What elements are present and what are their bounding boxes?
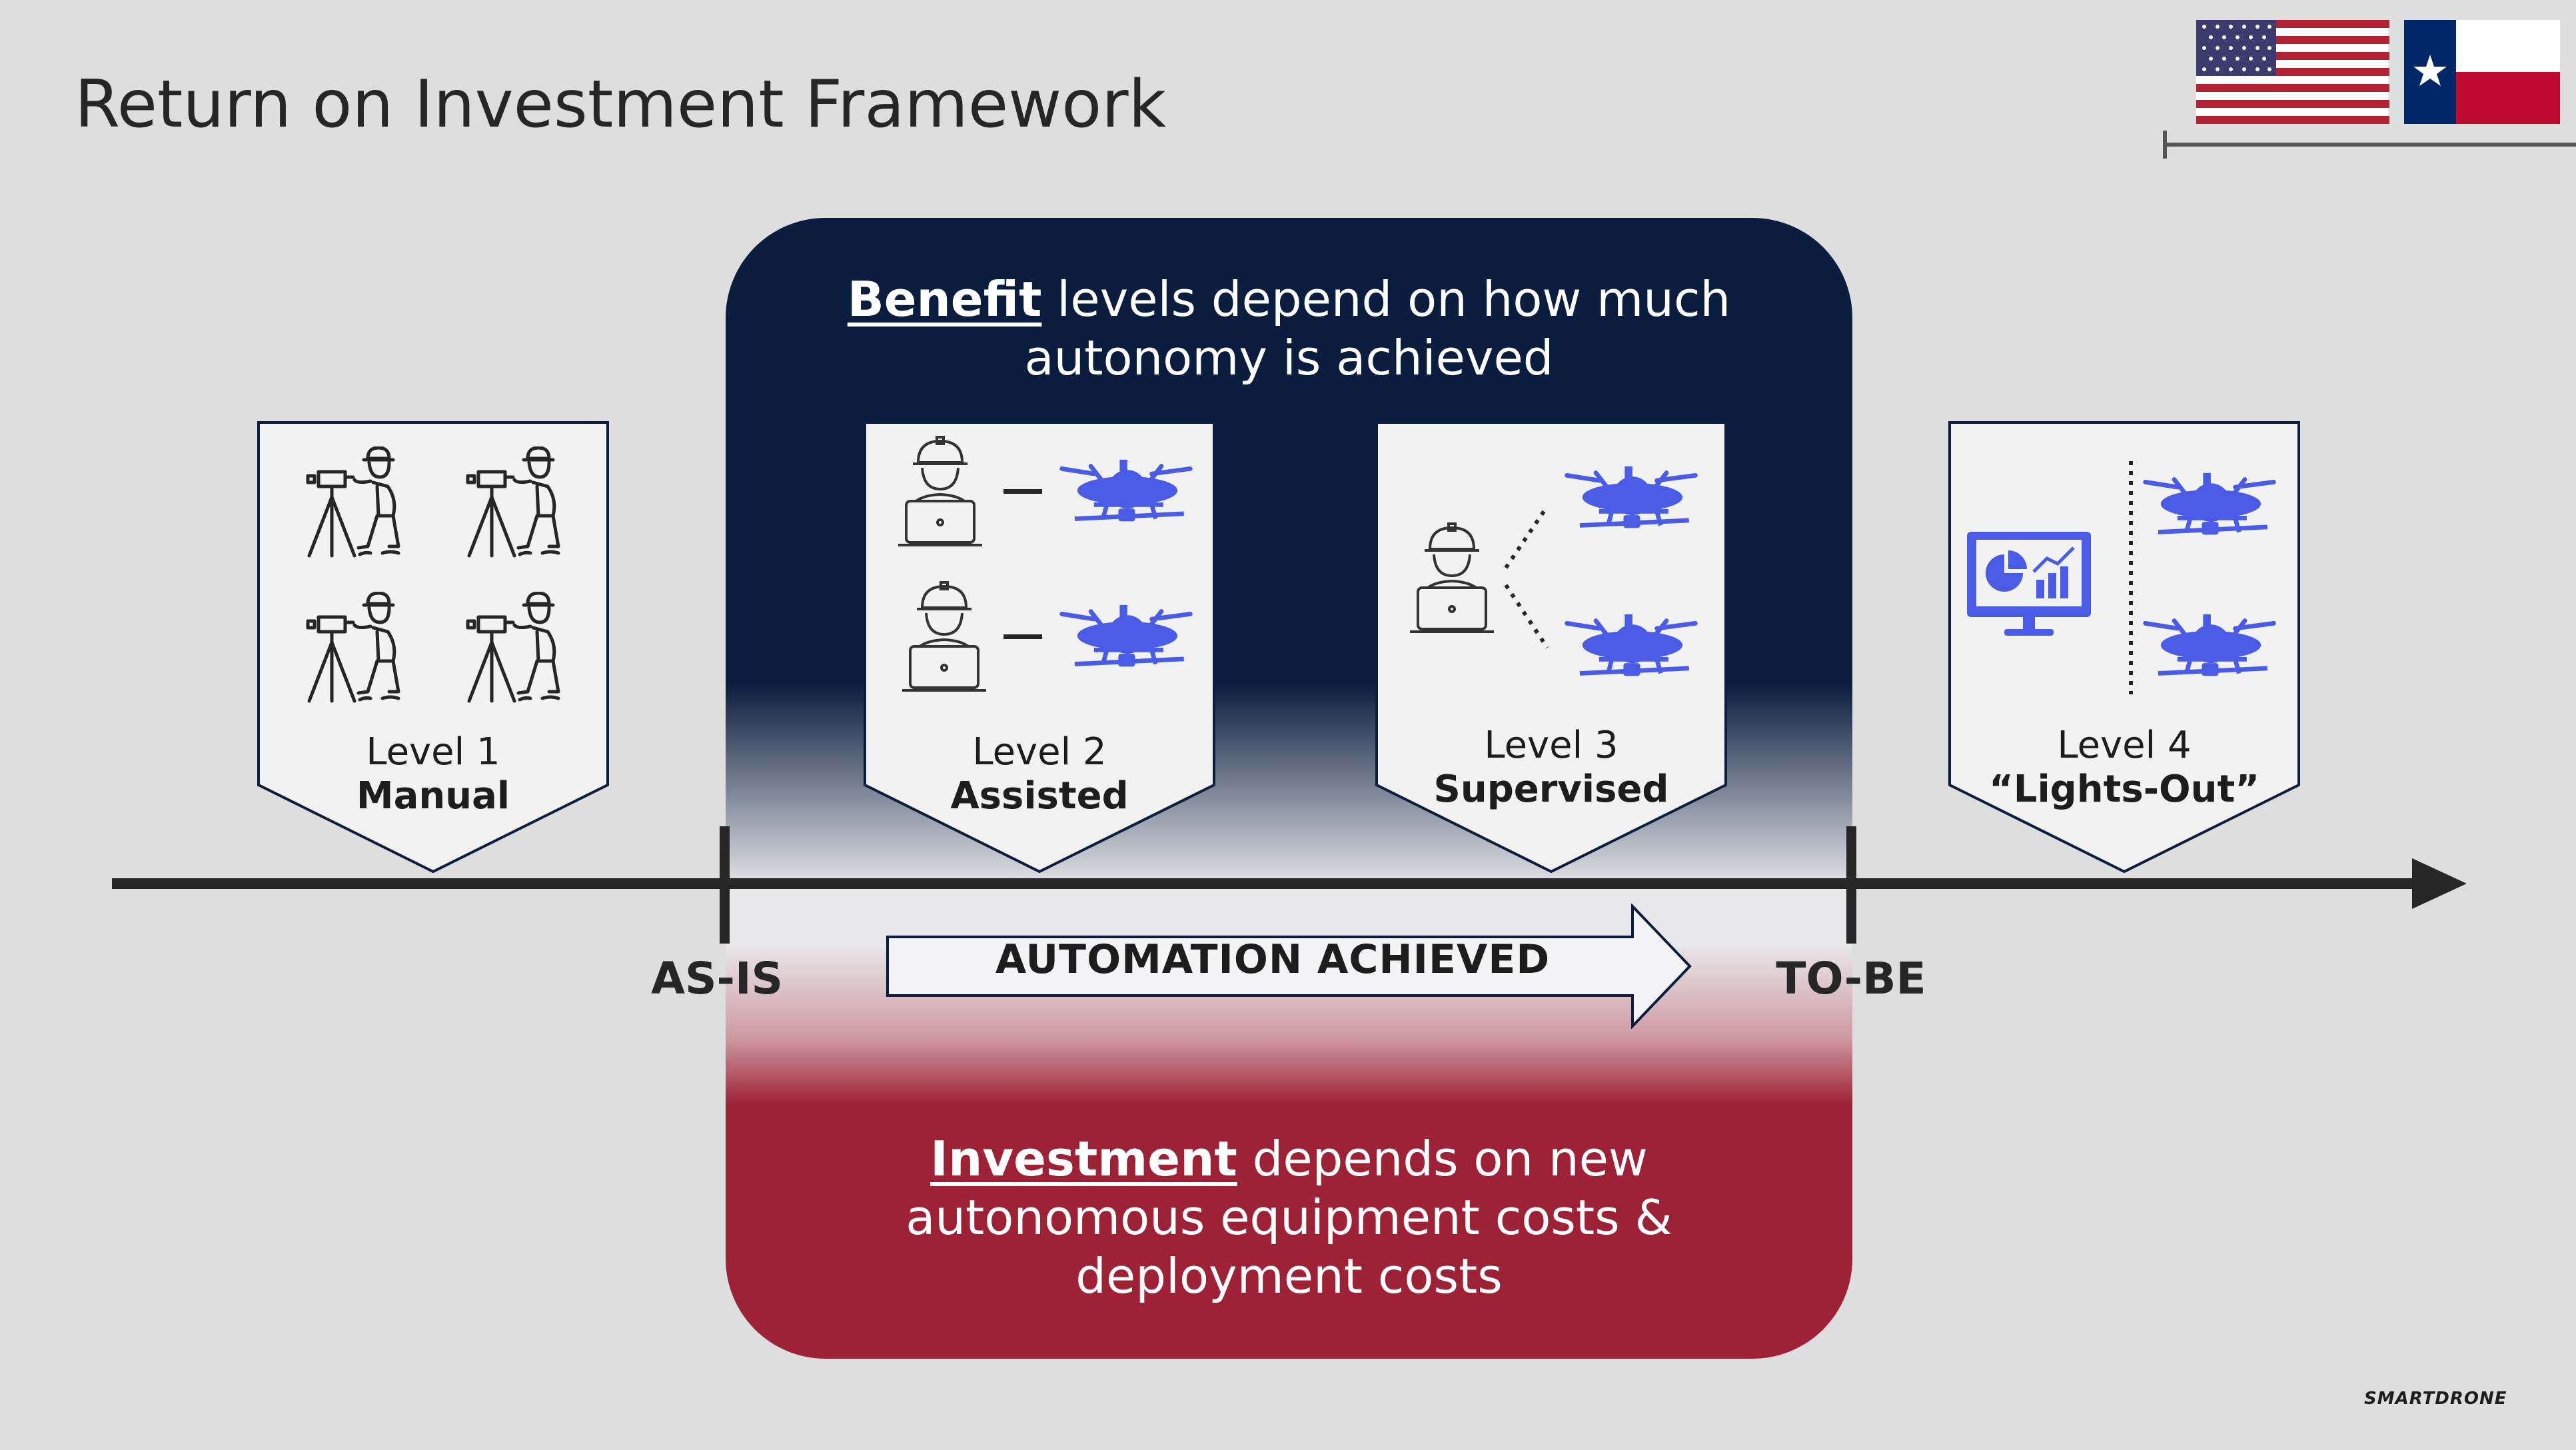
operator-drone-pairs-icon — [897, 436, 1197, 692]
smartdrone-logo: SMARTDRONE — [2364, 1389, 2507, 1409]
benefit-statement: Benefit levels depend on how much autono… — [726, 270, 1852, 387]
to-be-label: TO-BE — [1776, 953, 1926, 1004]
level-4-name: Level 4 — [2057, 724, 2192, 767]
benefit-line2: autonomy is achieved — [1024, 330, 1554, 386]
surveyors-icon — [304, 446, 570, 706]
level-4-card: Level 4 “Lights-Out” — [1948, 421, 2300, 874]
monitor-chart-icon — [1967, 532, 2091, 636]
texas-flag-icon — [2404, 20, 2560, 124]
us-flag-icon — [2196, 20, 2389, 124]
level-1-title: Manual — [356, 774, 510, 818]
level-3-name: Level 3 — [1484, 724, 1618, 767]
flag-divider-tick — [2163, 131, 2167, 159]
investment-line2: autonomous equipment costs & — [906, 1189, 1672, 1245]
level-3-title: Supervised — [1433, 768, 1669, 811]
investment-statement: Investment depends on new autonomous equ… — [726, 1129, 1852, 1305]
page-title: Return on Investment Framework — [75, 67, 1167, 143]
as-is-tick — [720, 826, 730, 944]
automation-label: AUTOMATION ACHIEVED — [995, 936, 1551, 983]
automation-arrow — [886, 904, 1692, 1029]
to-be-tick — [1846, 826, 1856, 944]
level-4-title: “Lights-Out” — [1988, 768, 2260, 811]
level-2-card: Level 2 Assisted — [864, 421, 1215, 874]
investment-line3: deployment costs — [1075, 1248, 1503, 1304]
level-3-card: Level 3 Supervised — [1375, 421, 1727, 874]
dashboard-drones-icon — [1967, 461, 2284, 694]
investment-line1: depends on new — [1237, 1131, 1648, 1187]
benefit-keyword: Benefit — [847, 271, 1042, 327]
level-2-name: Level 2 — [972, 730, 1107, 774]
investment-keyword: Investment — [930, 1131, 1237, 1187]
level-1-name: Level 1 — [366, 730, 500, 774]
timeline-arrowhead — [2412, 858, 2467, 909]
operator-multiple-drones-icon — [1409, 454, 1715, 708]
timeline-axis — [112, 878, 2444, 889]
as-is-label: AS-IS — [650, 953, 784, 1004]
level-2-title: Assisted — [950, 774, 1129, 818]
flag-divider-line — [2163, 143, 2576, 147]
level-1-card: Level 1 Manual — [257, 421, 609, 874]
benefit-line1: levels depend on how much — [1041, 271, 1731, 327]
